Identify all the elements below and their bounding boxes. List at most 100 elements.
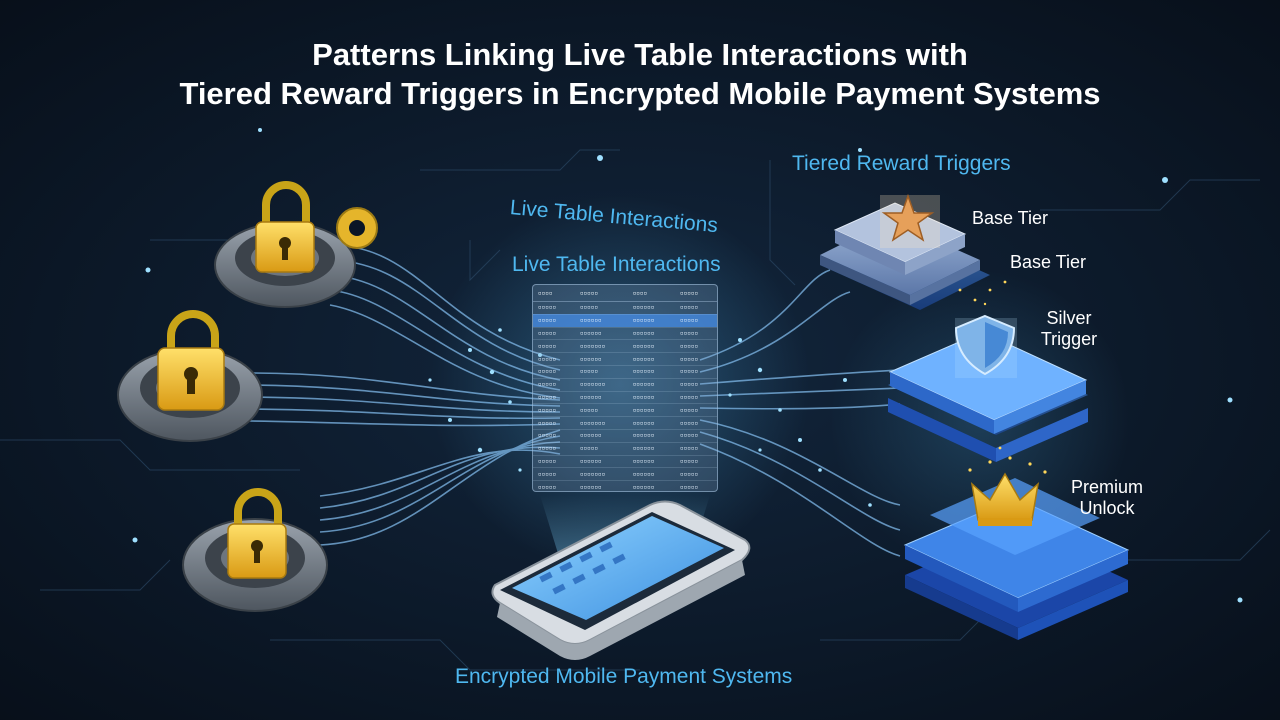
table-cell: ▫▫▫▫▫ xyxy=(675,391,717,405)
table-row: ▫▫▫▫▫▫▫▫▫▫▫▫▫▫▫▫▫▫▫▫▫▫ xyxy=(533,429,717,443)
table-cell: ▫▫▫▫▫ xyxy=(533,480,575,491)
table-cell: ▫▫▫▫▫ xyxy=(533,455,575,469)
table-cell: ▫▫▫▫▫▫▫ xyxy=(574,416,628,430)
table-cell: ▫▫▫▫▫ xyxy=(533,391,575,405)
table-cell: ▫▫▫▫▫▫ xyxy=(627,467,676,482)
table-cell: ▫▫▫▫▫▫ xyxy=(574,314,628,328)
table-cell: ▫▫▫▫▫ xyxy=(533,339,575,354)
table-row: ▫▫▫▫▫▫▫▫▫▫▫▫▫▫▫▫▫▫▫▫▫▫▫ xyxy=(533,416,717,430)
crown-icon xyxy=(970,472,1040,521)
label-live-table: Live Table Interactions xyxy=(512,253,721,276)
page-title-line-1: Patterns Linking Live Table Interactions… xyxy=(312,37,968,72)
table-cell: ▫▫▫▫▫ xyxy=(675,467,717,482)
table-cell: ▫▫▫▫▫▫ xyxy=(574,352,628,366)
table-cell: ▫▫▫▫▫▫ xyxy=(627,352,676,366)
table-cell: ▫▫▫▫▫▫▫ xyxy=(574,378,628,392)
table-cell: ▫▫▫▫▫▫ xyxy=(574,429,628,443)
table-cell: ▫▫▫▫▫▫ xyxy=(627,429,676,443)
table-cell: ▫▫▫▫▫ xyxy=(533,403,575,418)
table-header-cell: ▫▫▫▫ xyxy=(627,285,676,302)
table-cell: ▫▫▫▫▫▫▫ xyxy=(574,339,628,354)
table-row: ▫▫▫▫▫▫▫▫▫▫▫▫▫▫▫▫▫▫▫▫▫▫ xyxy=(533,352,717,366)
table-cell: ▫▫▫▫▫ xyxy=(533,327,575,341)
table-cell: ▫▫▫▫▫ xyxy=(533,301,575,315)
tier-label-silver: Silver Trigger xyxy=(1040,308,1098,349)
table-row: ▫▫▫▫▫▫▫▫▫▫▫▫▫▫▫▫▫▫▫▫▫▫▫ xyxy=(533,339,717,354)
padlock-gear-icon xyxy=(214,181,378,308)
tier-platform-silver xyxy=(888,314,1088,462)
table-cell: ▫▫▫▫▫ xyxy=(675,327,717,341)
tier-label-base-2: Base Tier xyxy=(1009,252,1087,272)
table-cell: ▫▫▫▫▫ xyxy=(675,339,717,354)
table-row: ▫▫▫▫▫▫▫▫▫▫▫▫▫▫▫▫▫▫▫▫▫▫▫ xyxy=(533,467,717,482)
table-cell: ▫▫▫▫▫ xyxy=(675,301,717,315)
page-title-line-2: Tiered Reward Triggers in Encrypted Mobi… xyxy=(179,76,1101,111)
table-cell: ▫▫▫▫▫▫ xyxy=(627,442,676,456)
table-row: ▫▫▫▫▫▫▫▫▫▫▫▫▫▫▫▫▫▫▫▫▫▫ xyxy=(533,314,717,328)
live-table: ▫▫▫▫ ▫▫▫▫▫ ▫▫▫▫ ▫▫▫▫▫ ▫▫▫▫▫▫▫▫▫▫▫▫▫▫▫▫▫▫… xyxy=(533,285,717,491)
table-header-cell: ▫▫▫▫ xyxy=(533,285,575,302)
tier-platform-premium xyxy=(903,280,1130,640)
padlock-gear-icon xyxy=(117,310,263,442)
table-cell: ▫▫▫▫▫▫ xyxy=(574,327,628,341)
label-encrypted-systems: Encrypted Mobile Payment Systems xyxy=(455,665,793,688)
tier-platform-base xyxy=(820,193,990,310)
table-cell: ▫▫▫▫▫▫ xyxy=(627,339,676,354)
table-cell: ▫▫▫▫▫▫ xyxy=(627,403,676,418)
table-cell: ▫▫▫▫▫ xyxy=(675,403,717,418)
table-cell: ▫▫▫▫▫▫ xyxy=(627,455,676,469)
table-cell: ▫▫▫▫▫▫▫ xyxy=(574,467,628,482)
table-cell: ▫▫▫▫▫ xyxy=(675,429,717,443)
table-cell: ▫▫▫▫▫ xyxy=(574,403,628,418)
table-cell: ▫▫▫▫▫ xyxy=(574,442,628,456)
table-row: ▫▫▫▫▫▫▫▫▫▫▫▫▫▫▫▫▫▫▫▫▫▫ xyxy=(533,391,717,405)
table-cell: ▫▫▫▫▫▫ xyxy=(627,391,676,405)
table-cell: ▫▫▫▫▫ xyxy=(533,442,575,456)
table-row: ▫▫▫▫▫▫▫▫▫▫▫▫▫▫▫▫▫▫▫▫▫▫ xyxy=(533,327,717,341)
table-cell: ▫▫▫▫▫ xyxy=(675,314,717,328)
table-row: ▫▫▫▫▫▫▫▫▫▫▫▫▫▫▫▫▫▫▫▫▫▫ xyxy=(533,455,717,469)
table-cell: ▫▫▫▫▫▫ xyxy=(627,416,676,430)
table-header-cell: ▫▫▫▫▫ xyxy=(574,285,628,302)
table-cell: ▫▫▫▫▫ xyxy=(675,480,717,491)
payment-terminal-icon xyxy=(491,500,751,660)
table-row: ▫▫▫▫▫▫▫▫▫▫▫▫▫▫▫▫▫▫▫▫▫▫ xyxy=(533,480,717,491)
table-cell: ▫▫▫▫▫▫ xyxy=(627,378,676,392)
table-row: ▫▫▫▫▫▫▫▫▫▫▫▫▫▫▫▫▫▫▫▫▫ xyxy=(533,301,717,315)
table-header-row: ▫▫▫▫ ▫▫▫▫▫ ▫▫▫▫ ▫▫▫▫▫ xyxy=(533,285,717,302)
table-cell: ▫▫▫▫▫▫ xyxy=(627,480,676,491)
table-row: ▫▫▫▫▫▫▫▫▫▫▫▫▫▫▫▫▫▫▫▫▫ xyxy=(533,403,717,418)
table-cell: ▫▫▫▫▫▫ xyxy=(574,391,628,405)
table-cell: ▫▫▫▫▫▫ xyxy=(627,327,676,341)
table-cell: ▫▫▫▫▫ xyxy=(533,314,575,328)
table-cell: ▫▫▫▫▫▫ xyxy=(574,480,628,491)
table-cell: ▫▫▫▫▫ xyxy=(533,352,575,366)
table-cell: ▫▫▫▫▫ xyxy=(675,378,717,392)
table-cell: ▫▫▫▫▫ xyxy=(675,365,717,379)
table-cell: ▫▫▫▫▫ xyxy=(533,467,575,482)
padlock-gear-icon xyxy=(182,488,328,612)
table-cell: ▫▫▫▫▫ xyxy=(533,416,575,430)
table-cell: ▫▫▫▫▫ xyxy=(533,365,575,379)
table-cell: ▫▫▫▫▫ xyxy=(675,455,717,469)
table-cell: ▫▫▫▫▫▫ xyxy=(627,301,676,315)
star-icon xyxy=(881,193,935,242)
table-header-cell: ▫▫▫▫▫ xyxy=(675,285,717,302)
table-row: ▫▫▫▫▫▫▫▫▫▫▫▫▫▫▫▫▫▫▫▫▫ xyxy=(533,365,717,379)
table-cell: ▫▫▫▫▫▫ xyxy=(574,455,628,469)
table-cell: ▫▫▫▫▫ xyxy=(574,301,628,315)
table-cell: ▫▫▫▫▫ xyxy=(533,429,575,443)
table-cell: ▫▫▫▫▫ xyxy=(675,416,717,430)
table-body: ▫▫▫▫▫▫▫▫▫▫▫▫▫▫▫▫▫▫▫▫▫▫▫▫▫▫▫▫▫▫▫▫▫▫▫▫▫▫▫▫… xyxy=(533,301,717,491)
live-table-panel: ▫▫▫▫ ▫▫▫▫▫ ▫▫▫▫ ▫▫▫▫▫ ▫▫▫▫▫▫▫▫▫▫▫▫▫▫▫▫▫▫… xyxy=(532,284,718,492)
label-tiered-triggers: Tiered Reward Triggers xyxy=(792,152,1011,175)
tier-label-premium: Premium Unlock xyxy=(1070,477,1143,518)
table-row: ▫▫▫▫▫▫▫▫▫▫▫▫▫▫▫▫▫▫▫▫▫ xyxy=(533,442,717,456)
table-cell: ▫▫▫▫▫ xyxy=(574,365,628,379)
tier-label-base-1: Base Tier xyxy=(971,208,1049,228)
table-cell: ▫▫▫▫▫▫ xyxy=(627,365,676,379)
table-cell: ▫▫▫▫▫ xyxy=(533,378,575,392)
table-row: ▫▫▫▫▫▫▫▫▫▫▫▫▫▫▫▫▫▫▫▫▫▫▫ xyxy=(533,378,717,392)
table-cell: ▫▫▫▫▫ xyxy=(675,352,717,366)
